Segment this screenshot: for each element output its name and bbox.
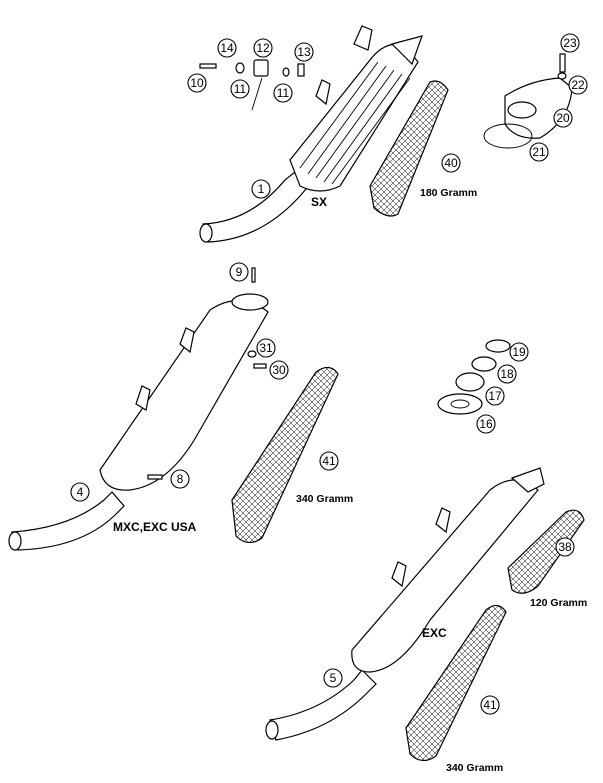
callout-11b: 11 xyxy=(273,83,293,103)
svg-text:17: 17 xyxy=(488,389,502,403)
sx-silencer xyxy=(199,25,423,243)
sx-clamp-hardware xyxy=(199,59,305,111)
label-180-gramm: 180 Gramm xyxy=(420,187,477,199)
svg-text:4: 4 xyxy=(77,485,84,499)
callout-23: 23 xyxy=(560,33,580,53)
svg-text:9: 9 xyxy=(236,265,243,279)
label-sx: SX xyxy=(311,195,327,209)
callout-17: 17 xyxy=(485,386,505,406)
label-exc: EXC xyxy=(422,626,447,640)
end-cap-assembly xyxy=(483,53,573,149)
callout-8: 8 xyxy=(170,469,190,489)
svg-text:30: 30 xyxy=(272,363,286,377)
callout-16: 16 xyxy=(476,414,496,434)
svg-text:41: 41 xyxy=(322,454,336,468)
rings-16-19 xyxy=(437,339,511,415)
packing-41-bottom xyxy=(405,604,507,762)
label-340-gramm-middle: 340 Gramm xyxy=(296,493,353,505)
label-mxc: MXC,EXC USA xyxy=(113,520,197,534)
callout-9: 9 xyxy=(229,262,249,282)
svg-text:10: 10 xyxy=(190,76,204,90)
callout-14: 14 xyxy=(217,38,237,58)
callout-5: 5 xyxy=(323,668,343,688)
svg-text:14: 14 xyxy=(220,41,234,55)
callout-10: 10 xyxy=(187,73,207,93)
callout-11a: 11 xyxy=(230,79,250,99)
svg-text:8: 8 xyxy=(177,472,184,486)
svg-text:23: 23 xyxy=(563,36,577,50)
label-340-gramm-bottom: 340 Gramm xyxy=(446,762,503,774)
callout-21: 21 xyxy=(529,142,549,162)
callout-22: 22 xyxy=(568,75,588,95)
callout-19: 19 xyxy=(509,342,529,362)
svg-text:38: 38 xyxy=(558,540,572,554)
svg-text:5: 5 xyxy=(330,671,337,685)
svg-text:19: 19 xyxy=(512,345,526,359)
svg-text:40: 40 xyxy=(444,156,458,170)
callout-41b: 41 xyxy=(480,695,500,715)
svg-text:21: 21 xyxy=(532,145,546,159)
callout-40: 40 xyxy=(441,153,461,173)
svg-text:12: 12 xyxy=(256,41,270,55)
callout-12: 12 xyxy=(253,38,273,58)
svg-text:41: 41 xyxy=(483,698,497,712)
callout-30: 30 xyxy=(269,360,289,380)
svg-text:11: 11 xyxy=(234,82,247,96)
callout-31: 31 xyxy=(256,338,276,358)
callout-1: 1 xyxy=(251,179,271,199)
svg-text:22: 22 xyxy=(571,78,585,92)
svg-text:31: 31 xyxy=(259,341,273,355)
callout-41a: 41 xyxy=(319,451,339,471)
callout-38: 38 xyxy=(555,537,575,557)
svg-text:16: 16 xyxy=(479,417,493,431)
svg-text:11: 11 xyxy=(277,86,290,100)
callout-20: 20 xyxy=(553,108,573,128)
svg-text:13: 13 xyxy=(297,45,311,59)
mxc-silencer xyxy=(8,267,269,551)
callout-18: 18 xyxy=(497,364,517,384)
callout-13: 13 xyxy=(294,42,314,62)
packing-40 xyxy=(369,80,449,217)
svg-text:1: 1 xyxy=(258,182,265,196)
svg-text:18: 18 xyxy=(500,367,514,381)
exc-silencer xyxy=(265,467,545,741)
packing-41-middle xyxy=(231,366,339,544)
callout-4: 4 xyxy=(70,482,90,502)
svg-text:20: 20 xyxy=(556,111,570,125)
label-120-gramm: 120 Gramm xyxy=(530,597,587,609)
